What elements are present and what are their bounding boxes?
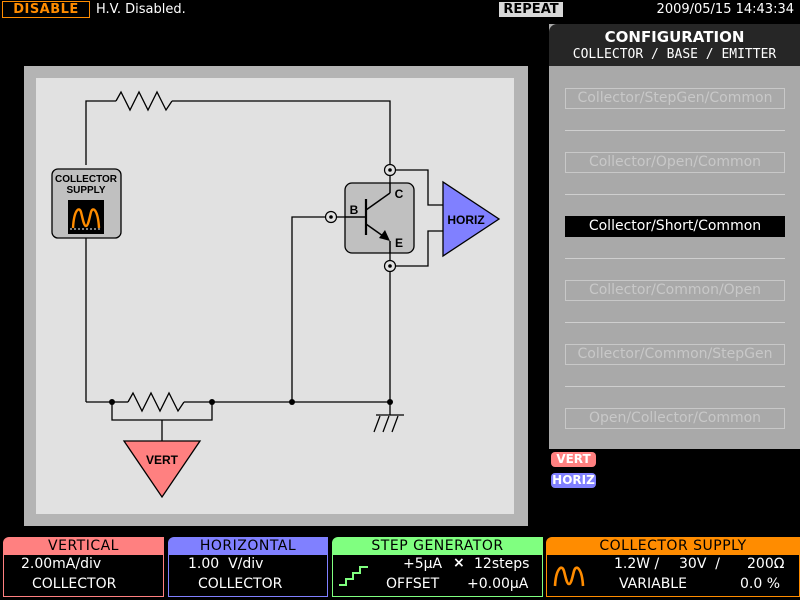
- config-divider: [565, 130, 785, 131]
- vertical-panel[interactable]: VERTICAL 2.00mA/div COLLECTOR: [3, 537, 164, 600]
- vertical-panel-title: VERTICAL: [3, 537, 164, 555]
- disable-button[interactable]: DISABLE: [2, 1, 90, 18]
- top-resistor: [115, 90, 173, 112]
- status-bar: DISABLE H.V. Disabled. REPEAT 2009/05/15…: [0, 0, 800, 20]
- junction-dots: [109, 399, 393, 405]
- terminal-connectors: [324, 163, 397, 273]
- circuit-diagram: COLLECTOR SUPPLY B C E: [51, 90, 501, 499]
- step-generator-panel[interactable]: STEP GENERATOR +5μA × 12steps OFFSET +0.…: [332, 537, 543, 600]
- configuration-options: Collector/StepGen/Common Collector/Open/…: [549, 66, 800, 449]
- collector-supply-block: COLLECTOR SUPPLY: [51, 168, 122, 239]
- collector-terminal-label: C: [395, 187, 404, 201]
- config-divider: [565, 258, 785, 259]
- legend-vert-tag: VERT: [551, 452, 596, 467]
- multiply-icon: ×: [453, 555, 465, 571]
- config-option-collector-stepgen-common[interactable]: Collector/StepGen/Common: [565, 88, 785, 109]
- ground-icon: [373, 414, 404, 433]
- collector-supply-label-line1: COLLECTOR: [55, 174, 118, 185]
- offset-value: +0.00μA: [467, 576, 529, 592]
- configuration-subtitle: COLLECTOR / BASE / EMITTER: [572, 47, 777, 62]
- horizontal-scale: 1.00 V/div: [188, 556, 264, 572]
- emitter-terminal-label: E: [395, 236, 403, 250]
- collector-supply-label-line2: SUPPLY: [66, 185, 105, 196]
- config-divider: [565, 194, 785, 195]
- vertical-scale: 2.00mA/div: [21, 556, 102, 572]
- configuration-header: CONFIGURATION COLLECTOR / BASE / EMITTER: [549, 24, 800, 66]
- staircase-icon: [339, 566, 368, 586]
- config-option-collector-common-open[interactable]: Collector/Common/Open: [565, 280, 785, 301]
- horizontal-source: COLLECTOR: [198, 576, 283, 592]
- config-option-collector-short-common[interactable]: Collector/Short/Common: [565, 216, 785, 237]
- step-count: 12steps: [474, 556, 530, 572]
- repeat-mode-button[interactable]: REPEAT: [499, 2, 563, 17]
- collector-supply-panel-title: COLLECTOR SUPPLY: [546, 537, 800, 555]
- horizontal-panel-body: 1.00 V/div COLLECTOR: [168, 555, 328, 597]
- vertical-panel-body: 2.00mA/div COLLECTOR: [3, 555, 164, 597]
- config-divider: [565, 386, 785, 387]
- step-generator-panel-title: STEP GENERATOR: [332, 537, 543, 555]
- circuit-diagram-panel: COLLECTOR SUPPLY B C E: [24, 66, 528, 526]
- config-option-open-collector-common[interactable]: Open/Collector/Common: [565, 408, 785, 429]
- vert-amplifier: VERT: [122, 420, 202, 499]
- hv-status-text: H.V. Disabled.: [96, 2, 186, 17]
- config-option-collector-open-common[interactable]: Collector/Open/Common: [565, 152, 785, 173]
- collector-resistance: 200Ω: [747, 556, 785, 572]
- collector-mode: VARIABLE: [619, 576, 687, 592]
- configuration-panel: CONFIGURATION COLLECTOR / BASE / EMITTER…: [549, 24, 800, 449]
- datetime-display: 2009/05/15 14:43:34: [656, 2, 794, 17]
- horiz-amplifier: HORIZ: [442, 180, 501, 258]
- config-divider: [565, 322, 785, 323]
- horizontal-panel-title: HORIZONTAL: [168, 537, 328, 555]
- collector-supply-panel-body: 1.2W / 30V / 200Ω VARIABLE 0.0 %: [546, 555, 800, 597]
- horiz-amplifier-label: HORIZ: [447, 213, 484, 227]
- supply-waveform-icon: [553, 566, 585, 587]
- sense-resistor: [127, 391, 185, 413]
- step-size: +5μA: [403, 556, 443, 572]
- transistor-block: B C E: [344, 182, 415, 254]
- collector-voltage: 30V /: [679, 556, 721, 572]
- legend-horiz-tag: HORIZ: [551, 473, 596, 488]
- collector-percent: 0.0 %: [740, 576, 781, 592]
- step-generator-panel-body: +5μA × 12steps OFFSET +0.00μA: [332, 555, 543, 597]
- circuit-diagram-area: COLLECTOR SUPPLY B C E: [36, 78, 514, 514]
- vertical-source: COLLECTOR: [32, 576, 117, 592]
- collector-power: 1.2W /: [614, 556, 660, 572]
- horizontal-panel[interactable]: HORIZONTAL 1.00 V/div COLLECTOR: [168, 537, 328, 600]
- base-terminal-label: B: [350, 203, 359, 217]
- config-option-collector-common-stepgen[interactable]: Collector/Common/StepGen: [565, 344, 785, 365]
- collector-supply-panel[interactable]: COLLECTOR SUPPLY 1.2W / 30V / 200Ω VARIA…: [546, 537, 800, 600]
- offset-label: OFFSET: [386, 576, 440, 592]
- configuration-title: CONFIGURATION: [604, 28, 745, 46]
- vert-amplifier-label: VERT: [146, 453, 179, 467]
